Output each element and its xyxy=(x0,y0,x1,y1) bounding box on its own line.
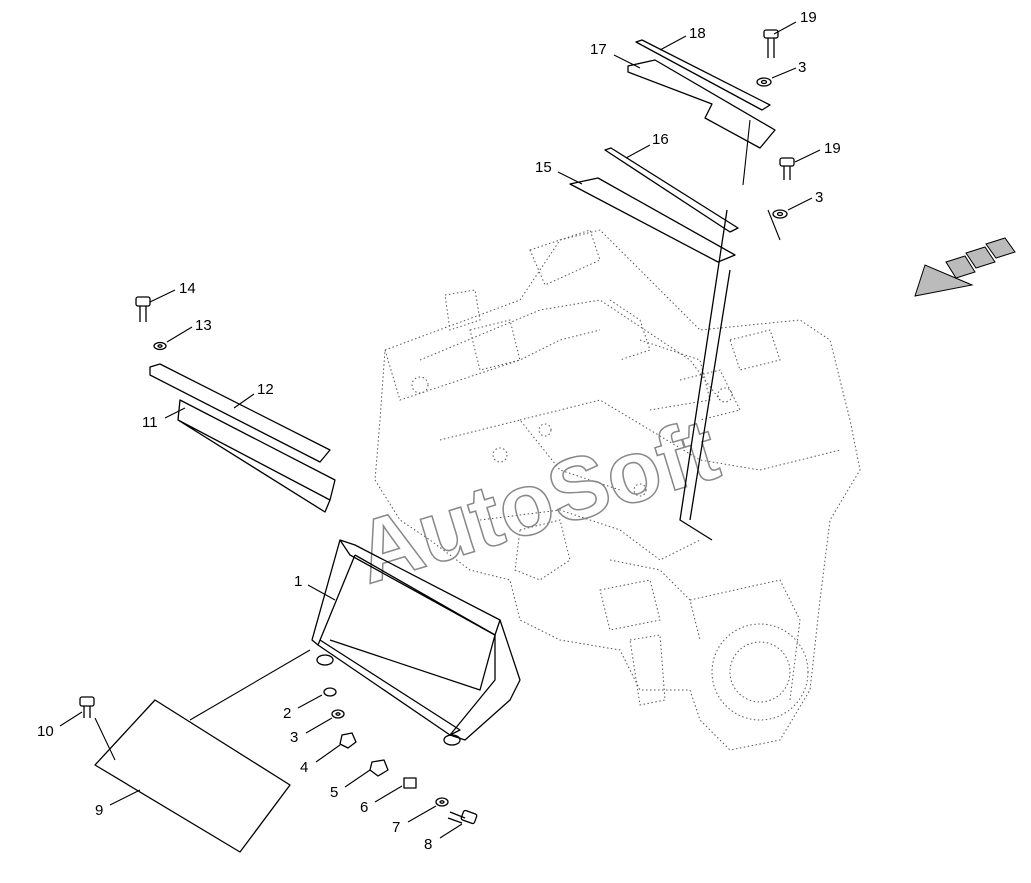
vertical-rod xyxy=(679,209,731,541)
svg-text:18: 18 xyxy=(689,25,706,42)
washer-13 xyxy=(153,341,167,351)
callout-16: 16 xyxy=(625,131,669,159)
svg-text:4: 4 xyxy=(300,759,308,776)
svg-text:2: 2 xyxy=(283,705,291,722)
washer-3-top xyxy=(756,77,772,87)
bolt-10 xyxy=(79,696,116,761)
callout-3-low: 3 xyxy=(290,717,333,746)
callout-3-top: 3 xyxy=(771,59,806,79)
svg-text:12: 12 xyxy=(257,381,274,398)
callout-14: 14 xyxy=(149,280,196,303)
callout-12: 12 xyxy=(233,381,274,409)
svg-text:7: 7 xyxy=(392,819,400,836)
svg-text:3: 3 xyxy=(290,729,298,746)
svg-text:14: 14 xyxy=(179,280,196,297)
svg-text:17: 17 xyxy=(590,41,607,58)
svg-text:16: 16 xyxy=(652,131,669,148)
bolt-8 xyxy=(447,809,478,825)
part-17-plate xyxy=(627,59,776,149)
guide-line-c xyxy=(189,649,311,721)
part-11-plate xyxy=(177,399,336,513)
callout-8: 8 xyxy=(424,823,463,853)
svg-text:19: 19 xyxy=(800,9,817,26)
part-1-bracket xyxy=(311,539,521,746)
callout-9: 9 xyxy=(95,789,141,819)
callout-19-top: 19 xyxy=(773,9,817,35)
guide-line-b xyxy=(767,209,781,241)
part-18-strip xyxy=(635,39,771,111)
part-15-plate xyxy=(569,177,736,263)
svg-text:3: 3 xyxy=(815,189,823,206)
bolt-14 xyxy=(135,296,151,322)
washer-7 xyxy=(435,797,449,807)
callout-15: 15 xyxy=(535,159,583,185)
callout-2: 2 xyxy=(283,694,323,722)
svg-text:3: 3 xyxy=(798,59,806,76)
callout-3-mid: 3 xyxy=(787,189,823,211)
callout-13: 13 xyxy=(166,317,212,343)
svg-text:11: 11 xyxy=(142,414,158,431)
direction-arrow-icon xyxy=(914,237,1016,297)
bolt-19-mid xyxy=(779,157,795,180)
callout-7: 7 xyxy=(392,805,437,836)
svg-text:6: 6 xyxy=(360,799,368,816)
svg-text:13: 13 xyxy=(195,317,212,334)
callout-1: 1 xyxy=(294,573,336,601)
nut-5 xyxy=(369,759,389,777)
callout-4: 4 xyxy=(300,744,341,776)
chassis-frame xyxy=(374,229,861,751)
svg-text:1: 1 xyxy=(294,573,302,590)
callout-11: 11 xyxy=(142,407,186,431)
washer-3-low xyxy=(331,709,345,719)
svg-text:8: 8 xyxy=(424,836,432,853)
part-16-strip xyxy=(604,147,739,233)
part-9-plate xyxy=(94,699,291,853)
bolt-19-top xyxy=(763,29,779,58)
callout-19-mid: 19 xyxy=(794,140,841,163)
svg-text:15: 15 xyxy=(535,159,552,176)
svg-text:19: 19 xyxy=(824,140,841,157)
svg-text:9: 9 xyxy=(95,802,103,819)
part-12-strip xyxy=(149,363,331,463)
callout-18: 18 xyxy=(659,25,706,51)
callout-6: 6 xyxy=(360,785,403,816)
callout-5: 5 xyxy=(330,769,371,801)
nut-4 xyxy=(339,732,357,749)
watermark-text: AutoSoft xyxy=(345,399,729,602)
washer-2 xyxy=(323,687,337,697)
callout-17: 17 xyxy=(590,41,641,69)
svg-text:5: 5 xyxy=(330,784,338,801)
spacer-6 xyxy=(403,777,417,789)
callout-10: 10 xyxy=(37,711,83,740)
svg-text:10: 10 xyxy=(37,723,54,740)
washer-3-mid xyxy=(772,209,788,219)
guide-line-a xyxy=(742,119,751,186)
